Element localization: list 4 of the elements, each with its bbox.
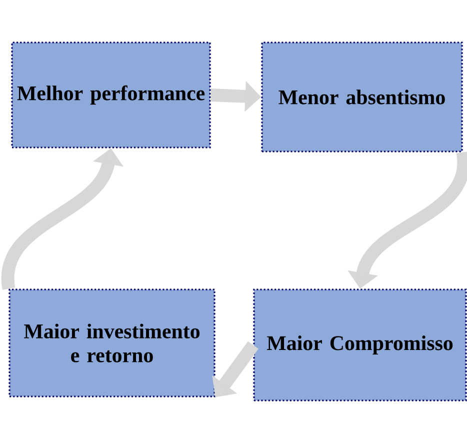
- process-box: Maior Compromisso: [253, 288, 467, 402]
- process-box: Menor absentismo: [261, 42, 463, 152]
- process-box: Maior investimento e retorno: [8, 288, 216, 398]
- process-box: Melhor performance: [11, 42, 211, 148]
